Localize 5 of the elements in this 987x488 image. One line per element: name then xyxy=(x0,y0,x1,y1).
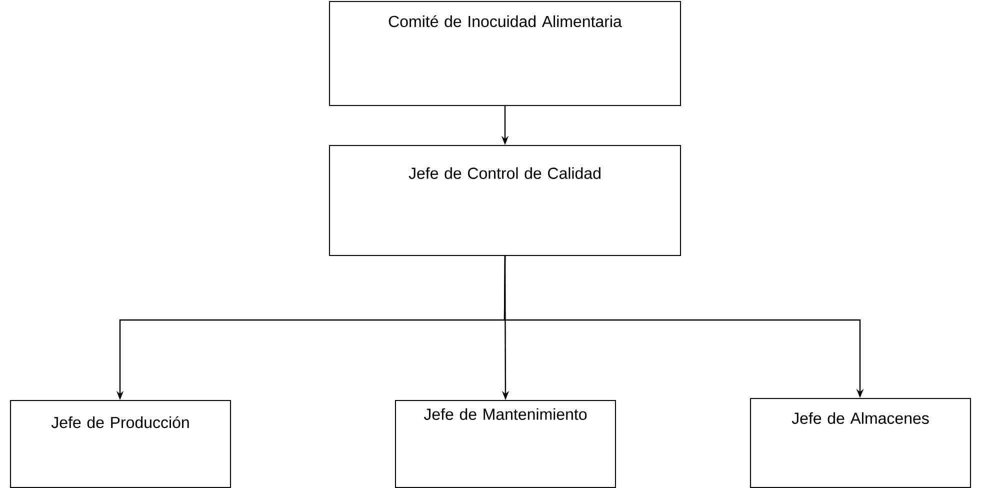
org-box: Comité de Inocuidad Alimentaria xyxy=(329,1,681,106)
org-box: Jefe de Producción xyxy=(10,400,231,488)
org-box: Jefe de Control de Calidad xyxy=(329,145,681,256)
org-box: Jefe de Almacenes xyxy=(750,398,971,488)
org-box: Jefe de Mantenimiento xyxy=(395,400,616,488)
